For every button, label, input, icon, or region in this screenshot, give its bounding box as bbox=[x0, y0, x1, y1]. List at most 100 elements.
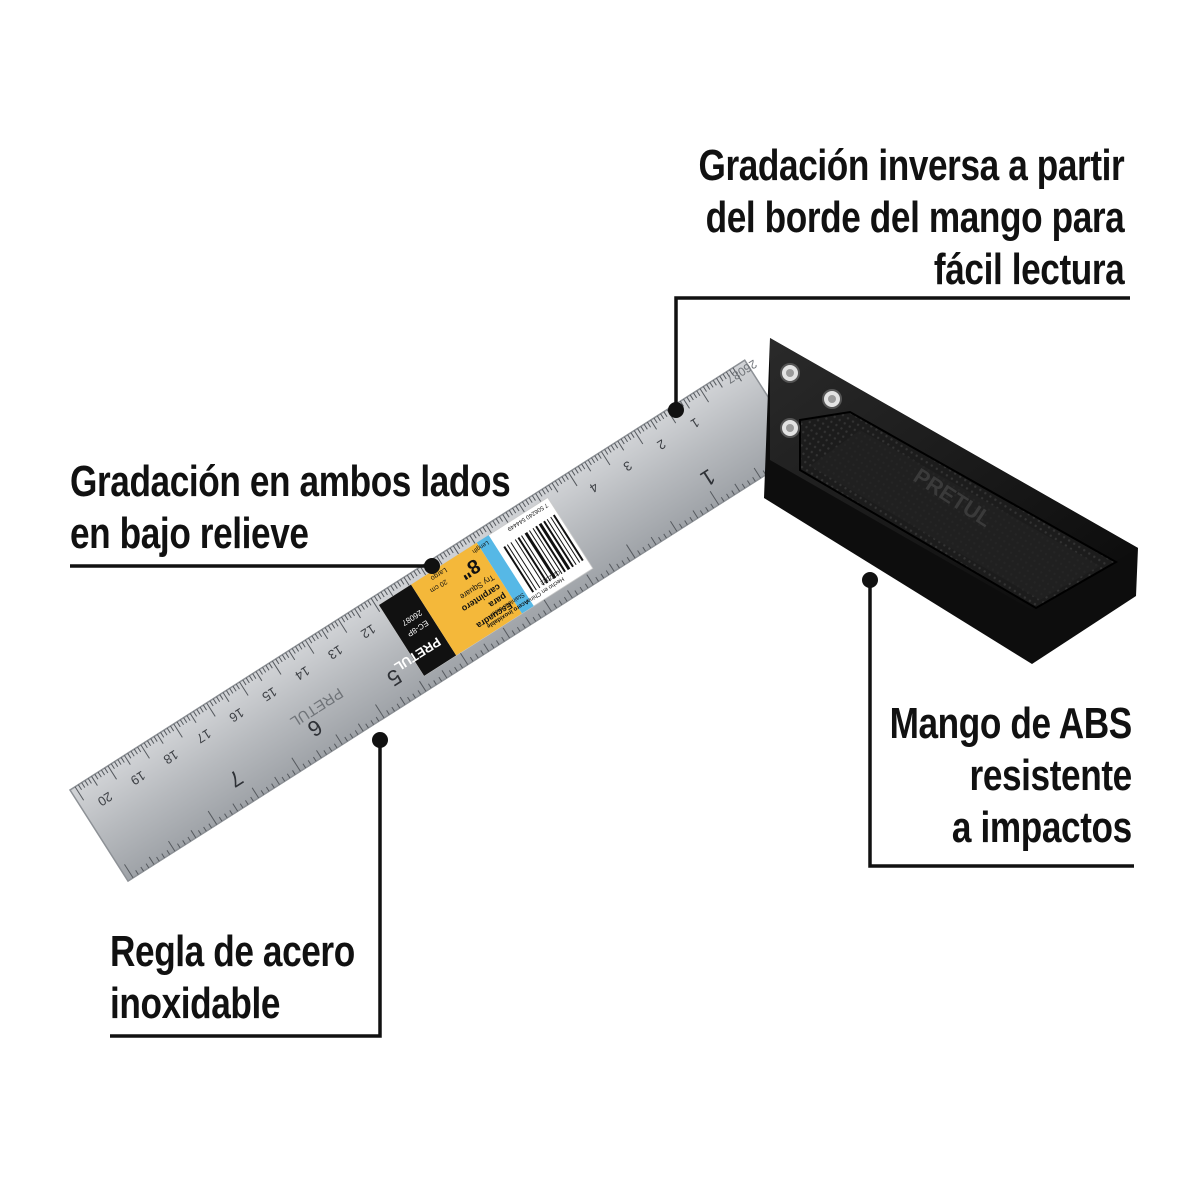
tick-mark bbox=[81, 782, 86, 788]
tick-mark bbox=[239, 803, 244, 809]
tick-mark bbox=[531, 495, 536, 501]
tick-mark bbox=[710, 503, 714, 509]
leader-line-right bbox=[868, 582, 1134, 868]
barcode-bar bbox=[543, 520, 574, 568]
rivet-3-center bbox=[786, 424, 794, 432]
tick-mark bbox=[640, 426, 645, 432]
callout-both-sides-graduation: Gradación en ambos lados en bajo relieve bbox=[70, 456, 511, 560]
tick-mark bbox=[591, 457, 596, 464]
tick-mark bbox=[702, 386, 707, 392]
tick-mark bbox=[396, 703, 401, 709]
barcode-bar bbox=[517, 537, 549, 584]
tick-mark bbox=[511, 630, 516, 635]
tick-mark bbox=[416, 568, 421, 575]
tick-mark bbox=[670, 521, 678, 532]
tick-mark bbox=[544, 486, 550, 493]
tick-mark bbox=[731, 490, 735, 496]
tick-mark bbox=[696, 390, 701, 397]
tick-mark bbox=[120, 757, 125, 763]
tick-mark bbox=[161, 853, 165, 859]
tick-mark bbox=[268, 662, 273, 669]
tick-mark bbox=[501, 636, 505, 642]
tick-mark bbox=[271, 660, 282, 675]
tick-mark bbox=[84, 780, 89, 786]
tick-mark bbox=[475, 530, 480, 537]
tick-mark bbox=[699, 510, 704, 516]
tick-mark bbox=[462, 539, 467, 545]
tick-mark bbox=[441, 670, 448, 679]
tick-mark bbox=[656, 415, 661, 422]
tick-mark bbox=[466, 537, 471, 543]
tick-mark bbox=[518, 503, 526, 514]
tick-mark bbox=[584, 461, 592, 472]
tick-mark bbox=[571, 470, 576, 476]
tick-mark bbox=[391, 706, 395, 712]
tick-mark bbox=[541, 488, 546, 495]
tick-mark bbox=[365, 723, 369, 729]
cm-number: 17 bbox=[194, 726, 214, 746]
cm-number: 15 bbox=[259, 684, 279, 704]
tick-mark bbox=[537, 613, 542, 619]
tick-mark bbox=[623, 436, 629, 443]
tick-mark bbox=[406, 574, 411, 581]
tick-mark bbox=[587, 459, 592, 466]
tick-mark bbox=[417, 690, 422, 695]
tick-mark bbox=[734, 483, 741, 492]
tick-mark bbox=[553, 603, 558, 609]
tick-mark bbox=[574, 590, 578, 595]
tick-mark bbox=[515, 505, 520, 512]
tick-mark bbox=[614, 442, 619, 449]
tick-mark bbox=[446, 549, 451, 556]
tick-mark bbox=[349, 733, 354, 739]
tick-mark bbox=[168, 840, 176, 852]
tick-mark bbox=[689, 516, 694, 522]
tick-mark bbox=[357, 606, 362, 612]
tick-mark bbox=[747, 480, 751, 486]
tick-mark bbox=[176, 721, 181, 728]
tick-mark bbox=[617, 440, 625, 451]
leader-line-bottom bbox=[110, 740, 382, 1038]
tick-mark bbox=[551, 482, 559, 493]
tick-mark bbox=[439, 553, 444, 560]
tick-mark bbox=[554, 480, 559, 487]
tick-mark bbox=[344, 736, 348, 742]
tick-mark bbox=[610, 444, 615, 451]
rivets bbox=[780, 363, 842, 438]
tick-mark bbox=[600, 573, 605, 579]
tick-mark bbox=[350, 610, 356, 617]
tick-mark bbox=[91, 776, 98, 786]
barcode-bar bbox=[506, 544, 537, 591]
tick-mark bbox=[179, 719, 184, 726]
barcode-bar bbox=[535, 525, 566, 573]
tick-mark bbox=[472, 532, 477, 539]
tick-mark bbox=[396, 581, 402, 587]
tick-mark bbox=[642, 546, 646, 552]
tick-mark bbox=[679, 400, 684, 407]
tick-mark bbox=[295, 646, 300, 652]
tick-mark bbox=[242, 679, 247, 686]
tick-mark bbox=[137, 746, 142, 753]
handle: PRETUL bbox=[764, 338, 1138, 664]
tick-mark bbox=[643, 423, 648, 430]
tick-mark bbox=[561, 476, 566, 482]
barcode-bar bbox=[510, 542, 541, 589]
barcode-bar bbox=[521, 535, 551, 582]
leader-dot-top bbox=[668, 402, 684, 418]
cm-number: 13 bbox=[325, 642, 345, 662]
tick-mark bbox=[262, 667, 267, 673]
tick-mark bbox=[335, 734, 343, 745]
callout-line: inoxidable bbox=[110, 979, 281, 1028]
tick-mark bbox=[633, 430, 644, 445]
tick-mark bbox=[285, 652, 290, 658]
tick-mark bbox=[203, 826, 207, 832]
tick-mark bbox=[232, 803, 239, 812]
tick-mark bbox=[443, 551, 448, 558]
tick-mark bbox=[626, 544, 636, 559]
rivet-1-center bbox=[786, 369, 794, 377]
tick-mark bbox=[367, 600, 372, 606]
tick-mark bbox=[271, 783, 275, 789]
tick-mark bbox=[521, 501, 527, 508]
tick-mark bbox=[150, 738, 155, 744]
tick-mark bbox=[298, 644, 303, 650]
